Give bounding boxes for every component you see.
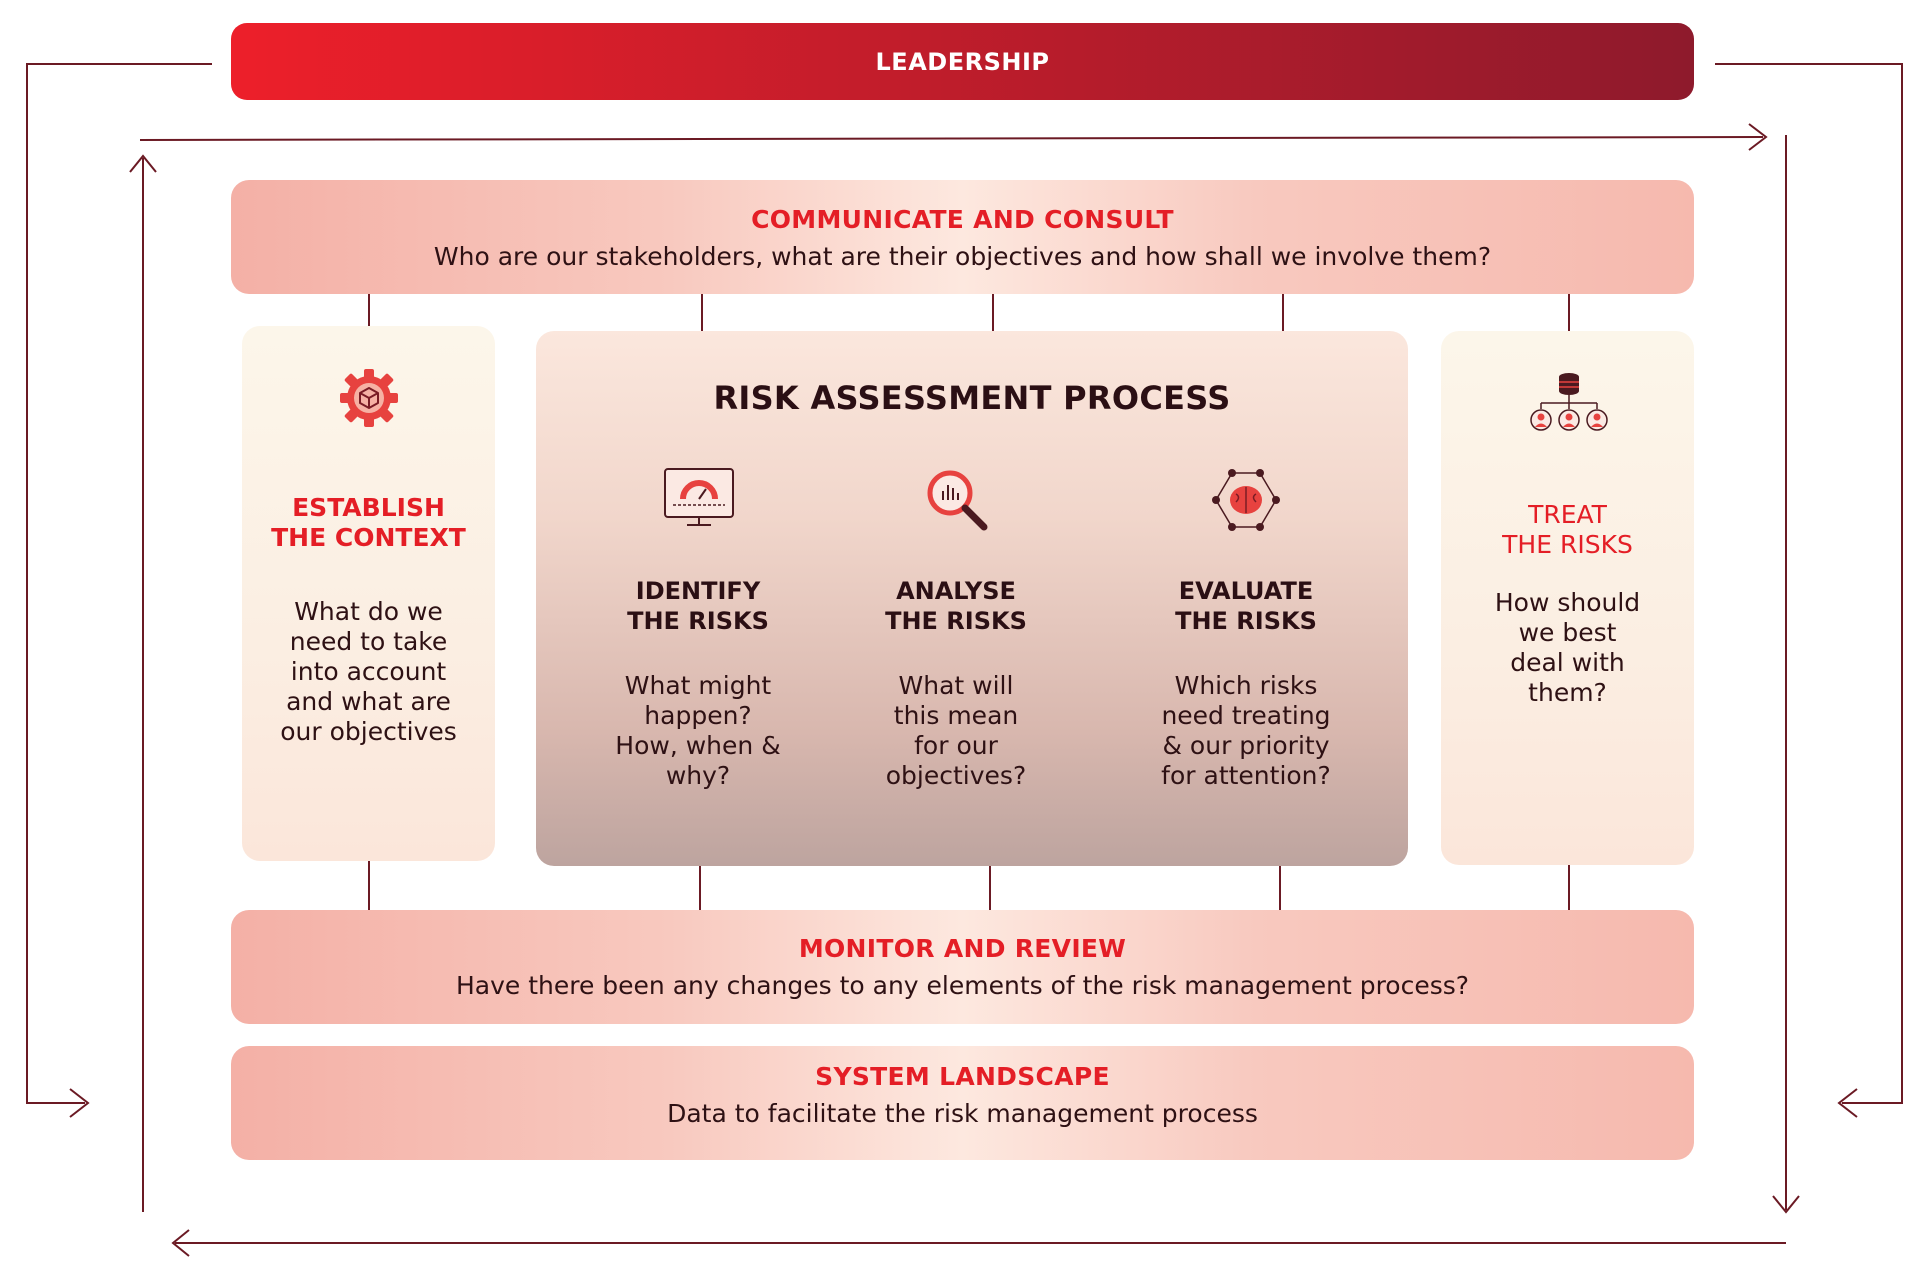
treat-text: How should we best deal with them?: [1494, 588, 1641, 707]
communicate-title: COMMUNICATE AND CONSULT: [751, 205, 1174, 234]
establish-context-card: ESTABLISH THE CONTEXT What do we need to…: [242, 326, 495, 861]
treat-title: TREAT THE RISKS: [1502, 500, 1633, 559]
right-feedback-line: [1715, 63, 1903, 1104]
inner-loop-left-arrowhead-icon: [129, 154, 157, 173]
system-title: SYSTEM LANDSCAPE: [815, 1062, 1110, 1091]
analyse-title: ANALYSE THE RISKS: [885, 577, 1027, 635]
evaluate-text: Which risks need treating & our priority…: [1161, 671, 1331, 790]
brain-network-icon: [1212, 469, 1280, 531]
communicate-text: Who are our stakeholders, what are their…: [433, 242, 1492, 271]
communicate-consult-band: COMMUNICATE AND CONSULT Who are our stak…: [231, 180, 1694, 294]
treat-risks-card: TREAT THE RISKS How should we best deal …: [1441, 331, 1694, 865]
database-people-icon: [1530, 373, 1608, 431]
magnifier-chart-icon: [927, 470, 988, 531]
identify-text: What might happen? How, when & why?: [615, 671, 781, 790]
gear-cube-icon: [340, 369, 398, 427]
step-analyse: ANALYSE THE RISKS What will this mean fo…: [836, 331, 1076, 866]
evaluate-title: EVALUATE THE RISKS: [1175, 577, 1317, 635]
gauge-monitor-icon: [664, 468, 734, 526]
establish-title: ESTABLISH THE CONTEXT: [271, 493, 466, 552]
step-identify: IDENTIFY THE RISKS What might happen? Ho…: [578, 331, 818, 866]
inner-loop-bottom-arrowhead-icon: [171, 1229, 190, 1257]
leadership-label: LEADERSHIP: [875, 47, 1050, 76]
monitor-title: MONITOR AND REVIEW: [798, 934, 1127, 963]
monitor-review-band: MONITOR AND REVIEW Have there been any c…: [231, 910, 1694, 1024]
identify-title: IDENTIFY THE RISKS: [627, 577, 769, 635]
system-landscape-band: SYSTEM LANDSCAPE Data to facilitate the …: [231, 1046, 1694, 1160]
right-arrowhead-icon: [1837, 1088, 1858, 1118]
risk-assessment-panel: RISK ASSESSMENT PROCESS IDENTIFY THE RIS…: [536, 331, 1408, 866]
analyse-text: What will this mean for our objectives?: [885, 671, 1027, 790]
inner-loop-top-arrowhead-icon: [1748, 123, 1768, 151]
inner-loop-right-arrowhead-icon: [1772, 1195, 1800, 1214]
monitor-text: Have there been any changes to any eleme…: [455, 971, 1470, 1000]
inner-loop-top-line: [139, 136, 1764, 141]
left-feedback-line: [26, 63, 212, 1104]
risk-assessment-title: RISK ASSESSMENT PROCESS: [713, 379, 1231, 417]
establish-text: What do we need to take into account and…: [280, 597, 457, 746]
left-arrowhead-icon: [69, 1088, 90, 1118]
system-text: Data to facilitate the risk management p…: [667, 1099, 1258, 1128]
step-evaluate: EVALUATE THE RISKS Which risks need trea…: [1126, 331, 1366, 866]
leadership-bar: LEADERSHIP: [231, 23, 1694, 100]
